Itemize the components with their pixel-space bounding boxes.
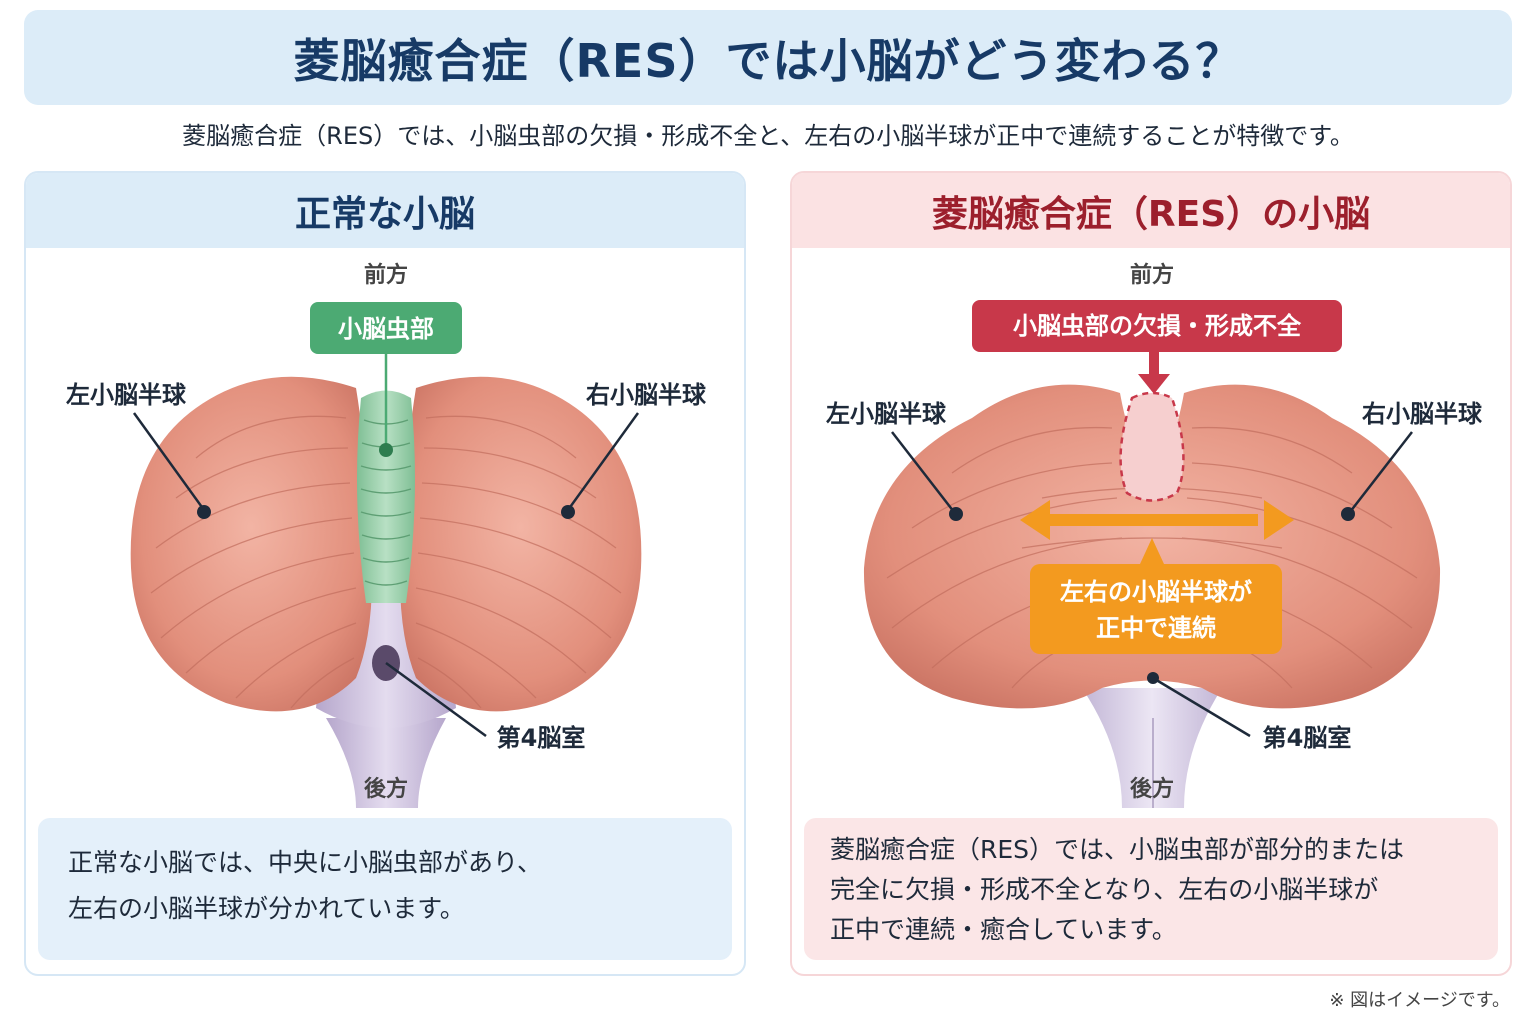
normal-left-hemisphere <box>130 376 372 712</box>
res-description-line1: 菱脳癒合症（RES）では、小脳虫部が部分的または <box>830 835 1405 864</box>
res-fusion-arrow <box>1020 500 1294 540</box>
res-continuity-pointer <box>1140 538 1164 564</box>
res-brainstem <box>1082 688 1222 808</box>
normal-left-leader <box>132 412 206 511</box>
normal-description-box: 正常な小脳では、中央に小脳虫部があり、 左右の小脳半球が分かれています。 <box>38 818 732 960</box>
normal-vermis-dot <box>379 443 393 457</box>
res-cerebellum-diagram: 前方 小脳虫部の欠損・形成不全 <box>826 262 1483 808</box>
footnote: ※ 図はイメージです。 <box>1329 990 1510 1011</box>
normal-cerebellum-diagram: 前方 <box>66 262 707 808</box>
normal-vermis <box>357 390 415 603</box>
res-right-dot <box>1341 507 1355 521</box>
res-defect-arrow-head <box>1138 374 1170 394</box>
normal-brainstem <box>326 718 446 808</box>
normal-description-line2: 左右の小脳半球が分かれています。 <box>68 894 465 923</box>
res-cerebellum-panel: 菱脳癒合症（RES）の小脳 前方 <box>790 171 1512 976</box>
res-continuity-label-box <box>1030 564 1282 654</box>
normal-fourth-ventricle-label: 第4脳室 <box>497 724 586 752</box>
normal-right-leader <box>566 412 640 511</box>
res-back-label: 後方 <box>1130 776 1174 802</box>
normal-right-hemisphere <box>400 376 642 712</box>
page-title: 菱脳癒合症（RES）では小脳がどう変わる？ <box>293 33 1243 88</box>
res-description-line2: 完全に欠損・形成不全となり、左右の小脳半球が <box>830 875 1379 904</box>
res-description-line3: 正中で連続・癒合しています。 <box>830 915 1177 944</box>
normal-left-dot <box>197 505 211 519</box>
res-right-hemisphere-label: 右小脳半球 <box>1362 400 1483 428</box>
normal-right-hemisphere-label: 右小脳半球 <box>586 381 707 409</box>
res-panel-header: 菱脳癒合症（RES）の小脳 <box>792 173 1510 248</box>
normal-description-line1: 正常な小脳では、中央に小脳虫部があり、 <box>68 848 543 877</box>
normal-back-label: 後方 <box>364 776 408 802</box>
normal-left-hemisphere-label: 左小脳半球 <box>66 381 187 409</box>
normal-ventricle-leader <box>385 661 487 738</box>
normal-vermis-label-box <box>310 302 462 354</box>
res-left-hemisphere-label: 左小脳半球 <box>826 400 947 428</box>
res-left-leader <box>891 431 955 513</box>
res-left-dot <box>949 507 963 521</box>
normal-cerebellum-panel: 正常な小脳 前方 <box>24 171 746 976</box>
res-ventricle-leader <box>1152 676 1251 738</box>
res-defect-arrow-shaft <box>1149 352 1159 376</box>
subtitle: 菱脳癒合症（RES）では、小脳虫部の欠損・形成不全と、左右の小脳半球が正中で連続… <box>182 122 1354 150</box>
res-fourth-ventricle-label: 第4脳室 <box>1263 724 1352 752</box>
res-vermis-defect-label-box <box>972 300 1342 352</box>
res-continuity-label-line1: 左右の小脳半球が <box>1060 578 1252 606</box>
title-banner: 菱脳癒合症（RES）では小脳がどう変わる？ <box>24 10 1512 105</box>
normal-right-dot <box>561 505 575 519</box>
res-vermis-defect-label: 小脳虫部の欠損・形成不全 <box>1013 312 1302 340</box>
normal-vermis-label: 小脳虫部 <box>338 315 434 343</box>
normal-left-folia <box>150 415 357 709</box>
res-vermis-defect-outline <box>1119 391 1185 502</box>
res-description-box: 菱脳癒合症（RES）では、小脳虫部が部分的または 完全に欠損・形成不全となり、左… <box>804 818 1498 960</box>
res-front-label: 前方 <box>1130 262 1174 288</box>
normal-right-folia <box>415 415 622 709</box>
res-right-leader <box>1349 431 1413 513</box>
normal-panel-header: 正常な小脳 <box>26 173 744 248</box>
normal-front-label: 前方 <box>364 262 408 288</box>
res-continuity-label-line2: 正中で連続 <box>1096 614 1216 642</box>
